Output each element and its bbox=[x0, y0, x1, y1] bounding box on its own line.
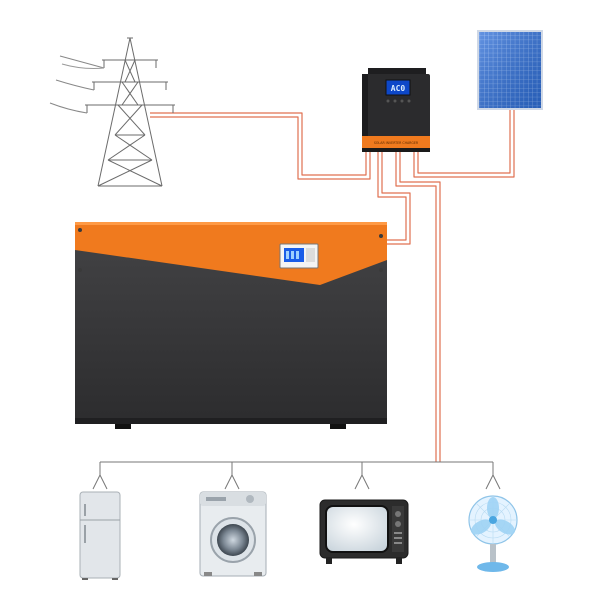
television-icon bbox=[319, 499, 409, 564]
wire-inverter-to-loads bbox=[395, 152, 441, 462]
battery-icon bbox=[75, 222, 387, 429]
washing-machine-icon bbox=[199, 491, 267, 577]
inverter-label: SOLAR INVERTER CHARGER bbox=[374, 141, 419, 145]
fan-icon bbox=[468, 495, 518, 572]
power-tower-icon bbox=[49, 37, 175, 187]
wire-grid-to-inverter bbox=[150, 112, 371, 180]
wiring bbox=[92, 110, 515, 490]
wire-panel-to-inverter bbox=[413, 110, 515, 178]
wire-inverter-to-battery bbox=[377, 152, 411, 245]
inverter-screen bbox=[385, 79, 411, 96]
battery-screws bbox=[78, 228, 383, 272]
battery-foot-right bbox=[330, 424, 346, 429]
load-distribution-bus bbox=[92, 461, 501, 490]
inverter-icon: AC0 SOLAR INVERTER CHARGER bbox=[362, 68, 430, 152]
inverter-buttons bbox=[386, 99, 411, 103]
solar-panel-icon bbox=[477, 30, 543, 110]
battery-lcd-bars bbox=[286, 251, 299, 259]
battery-foot-left bbox=[115, 424, 131, 429]
battery-orange-cover bbox=[75, 222, 387, 285]
refrigerator-icon bbox=[79, 491, 121, 580]
inverter-display-value: AC0 bbox=[391, 84, 406, 93]
